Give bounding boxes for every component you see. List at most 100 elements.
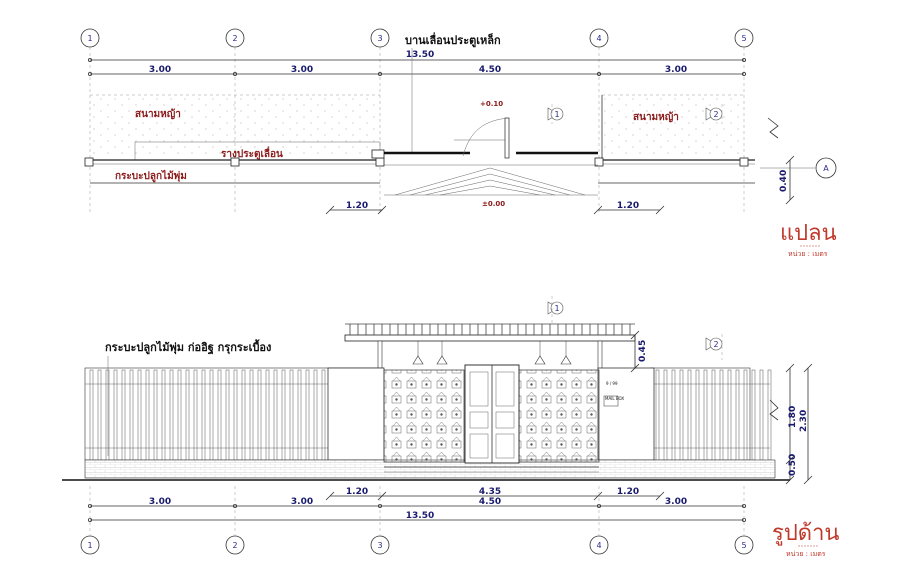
elev-dim-r2-4: 3.00 <box>665 497 687 507</box>
elevation-unit: หน่วย : เมตร <box>786 550 826 558</box>
svg-text:1: 1 <box>554 110 559 119</box>
fence-picket <box>711 369 716 461</box>
plan-section-marker-2: 2 <box>705 104 723 124</box>
hanging-planter-icon <box>436 355 448 365</box>
fence-picket <box>297 369 302 461</box>
plan-grid-line-4: 4 <box>589 28 609 212</box>
plan-dim-bottom-2: 1.20 <box>617 201 639 211</box>
plan-dim-side: 0.40 <box>779 170 789 192</box>
fence-picket <box>217 369 222 461</box>
fence-picket <box>97 369 102 461</box>
hanging-planter-icon <box>534 355 546 365</box>
fence-picket <box>703 369 708 461</box>
plan-gate-label: บานเลื่อนประตูเหล็ก <box>405 32 501 48</box>
plan-dim-seg-4: 3.00 <box>665 65 687 75</box>
plan-driveway <box>384 164 598 196</box>
fence-picket <box>313 369 318 461</box>
elev-section-marker-1: 1 <box>547 296 564 324</box>
svg-text:2: 2 <box>232 541 237 550</box>
grid-label-1: 1 <box>87 34 92 43</box>
grid-label-3: 3 <box>377 34 382 43</box>
fence-picket <box>281 369 286 461</box>
fence-picket <box>321 369 326 461</box>
plan-title: แปลน <box>780 221 837 246</box>
fence-picket <box>89 369 94 461</box>
fence-picket <box>695 369 700 461</box>
fence-picket <box>201 369 206 461</box>
elev-pergola <box>344 323 636 370</box>
svg-text:2: 2 <box>713 110 718 119</box>
fence-picket <box>265 369 270 461</box>
plan-view: 1 2 3 4 5 13.50 <box>80 28 837 258</box>
grid-label-4: 4 <box>596 34 601 43</box>
elev-dim-r1-1: 1.20 <box>346 487 368 497</box>
fence-picket <box>137 369 142 461</box>
fence-picket <box>759 369 764 461</box>
plan-lawn-right-label: สนามหญ้า <box>633 111 679 123</box>
fence-picket <box>663 369 668 461</box>
fence-picket <box>671 369 676 461</box>
elev-dim-r2-2: 3.00 <box>291 497 313 507</box>
fence-picket <box>185 369 190 461</box>
fence-picket <box>145 369 150 461</box>
plan-lawn-right <box>602 95 744 157</box>
fence-picket <box>273 369 278 461</box>
elev-dim-right-1: 0.45 <box>638 340 648 362</box>
fence-picket <box>249 369 254 461</box>
plan-lawn-left-label: สนามหญ้า <box>135 108 181 120</box>
house-number: 9 / 99 <box>606 381 618 386</box>
fence-picket <box>241 369 246 461</box>
elev-note-label: กระบะปลูกไม้พุ่ม ก่ออิฐ กรุกระเบื้อง <box>105 339 271 355</box>
fence-picket <box>113 369 118 461</box>
section-a-label: A <box>823 164 829 173</box>
fence-picket <box>289 369 294 461</box>
elev-pot-wall-right <box>518 369 600 463</box>
mailbox <box>603 395 619 407</box>
fence-picket <box>129 369 134 461</box>
plan-section-marker-1: 1 <box>547 104 564 124</box>
hanging-planter-icon <box>560 355 572 365</box>
fence-picket <box>193 369 198 461</box>
elev-wall-left <box>327 367 385 461</box>
plan-level-zero: ±0.00 <box>482 200 505 208</box>
plan-door-leaf <box>504 117 510 159</box>
plan-dim-seg-3: 4.50 <box>479 65 501 75</box>
svg-text:2: 2 <box>713 340 718 349</box>
svg-text:3: 3 <box>377 541 382 550</box>
mailbox-label: MAIL BOX <box>605 396 624 401</box>
fence-picket <box>305 369 310 461</box>
fence-picket <box>751 369 756 461</box>
fence-picket <box>655 369 660 461</box>
elev-dim-r1-3: 1.20 <box>617 487 639 497</box>
elev-wall-right <box>597 367 655 461</box>
svg-text:4: 4 <box>596 541 601 550</box>
elevation-view: 1 2 <box>62 296 839 558</box>
fence-picket <box>743 369 748 461</box>
plan-rail-label: รางประตูเลื่อน <box>221 146 283 161</box>
fence-picket <box>177 369 182 461</box>
plan-grid-line-5: 5 <box>734 28 754 212</box>
elev-grid-bubble-4: 4 <box>589 535 609 555</box>
elev-dim-right-4: 0.50 <box>788 454 798 476</box>
plan-gate-post <box>371 149 385 159</box>
fence-picket <box>169 369 174 461</box>
elev-planter-base <box>84 459 776 479</box>
fence-picket <box>105 369 110 461</box>
elev-pot-wall-left <box>383 369 465 463</box>
plan-lawn-left <box>90 95 380 157</box>
elev-dim-right-2: 1.80 <box>788 406 798 428</box>
elev-gate-door <box>464 364 520 464</box>
elev-dim-right-3: 2.30 <box>799 410 809 432</box>
grid-label-5: 5 <box>741 34 746 43</box>
fence-picket <box>679 369 684 461</box>
break-line-right <box>767 117 779 139</box>
plan-unit: หน่วย : เมตร <box>788 250 828 258</box>
elev-grid-bubble-3: 3 <box>370 535 390 555</box>
svg-text:1: 1 <box>87 541 92 550</box>
plan-grid-line-1: 1 <box>80 28 100 212</box>
elev-dim-r2-3: 4.50 <box>479 497 501 507</box>
svg-text:5: 5 <box>741 541 746 550</box>
elev-dim-r2-1: 3.00 <box>149 497 171 507</box>
fence-picket <box>767 369 772 461</box>
